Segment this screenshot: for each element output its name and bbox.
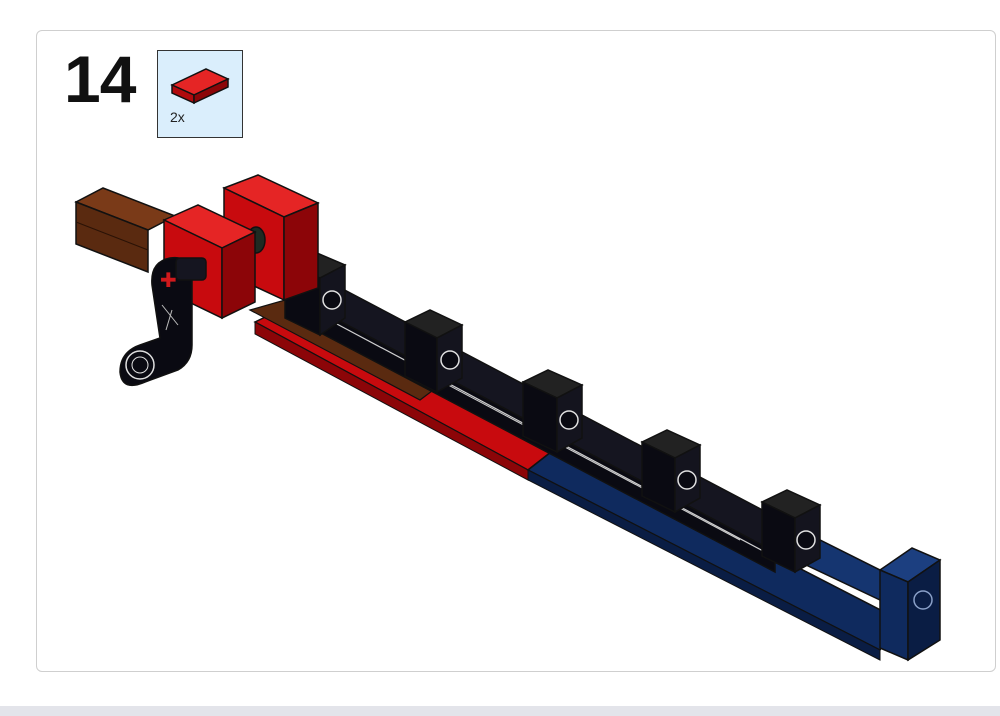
black-connector <box>523 370 582 452</box>
black-connector <box>642 430 700 512</box>
black-connector <box>762 490 820 572</box>
axle-hole-icon: ✚ <box>160 268 177 292</box>
black-connector <box>405 310 462 392</box>
bottom-bar <box>0 706 1000 716</box>
brown-beam <box>76 188 175 272</box>
black-liftarm: ✚ <box>120 258 206 386</box>
